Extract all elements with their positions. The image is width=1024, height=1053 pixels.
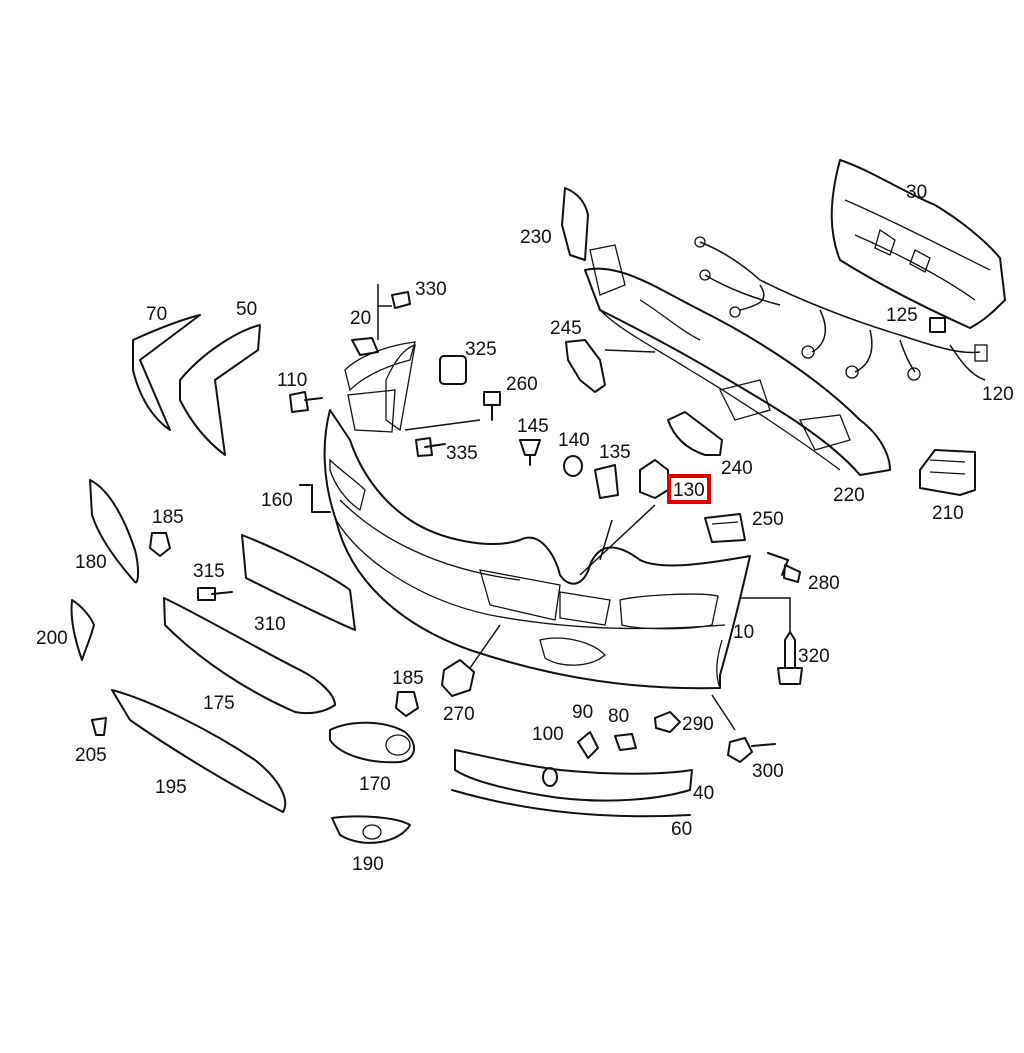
cover-part-240[interactable] xyxy=(667,411,723,456)
label-70[interactable]: 70 xyxy=(146,304,167,325)
bracket-part-90[interactable] xyxy=(577,731,599,759)
bumper-cover-part[interactable] xyxy=(323,341,751,690)
bracket-part-245[interactable] xyxy=(565,339,606,393)
label-50[interactable]: 50 xyxy=(236,299,257,320)
clip-part-80[interactable] xyxy=(614,733,637,751)
label-125[interactable]: 125 xyxy=(886,305,918,326)
part-number-labels: 10 20 30 40 50 60 70 80 90 100 110 120 1… xyxy=(36,182,1014,875)
label-330[interactable]: 330 xyxy=(415,279,447,300)
label-270[interactable]: 270 xyxy=(443,704,475,725)
bracket-part-50[interactable] xyxy=(179,324,261,456)
label-210[interactable]: 210 xyxy=(932,503,964,524)
label-120[interactable]: 120 xyxy=(982,384,1014,405)
label-90[interactable]: 90 xyxy=(572,702,593,723)
label-40[interactable]: 40 xyxy=(693,783,714,804)
bolt-part-300[interactable] xyxy=(727,737,776,763)
bolt-part-280[interactable] xyxy=(767,552,801,583)
bolt-part-260[interactable] xyxy=(483,391,501,421)
clip-part-330[interactable] xyxy=(391,291,411,309)
bracket-part-130[interactable] xyxy=(639,459,669,499)
plate-part-310[interactable] xyxy=(241,534,356,631)
label-170[interactable]: 170 xyxy=(359,774,391,795)
clip-part-205[interactable] xyxy=(91,717,107,736)
label-180[interactable]: 180 xyxy=(75,552,107,573)
label-335[interactable]: 335 xyxy=(446,443,478,464)
label-240[interactable]: 240 xyxy=(721,458,753,479)
label-320[interactable]: 320 xyxy=(798,646,830,667)
label-100[interactable]: 100 xyxy=(532,724,564,745)
label-250[interactable]: 250 xyxy=(752,509,784,530)
label-230[interactable]: 230 xyxy=(520,227,552,248)
label-315[interactable]: 315 xyxy=(193,561,225,582)
screw-part-320[interactable] xyxy=(777,631,803,685)
clip-part-250[interactable] xyxy=(704,513,746,543)
bracket-part-135[interactable] xyxy=(594,464,619,499)
highlight-box xyxy=(667,474,711,504)
foglight-cover-part-170[interactable] xyxy=(329,721,415,764)
molding-part-40[interactable] xyxy=(454,749,693,802)
label-175[interactable]: 175 xyxy=(203,693,235,714)
label-80[interactable]: 80 xyxy=(608,706,629,727)
label-220[interactable]: 220 xyxy=(833,485,865,506)
label-190[interactable]: 190 xyxy=(352,854,384,875)
grille-part-195[interactable] xyxy=(111,689,287,813)
insert-part-175[interactable] xyxy=(163,597,336,715)
label-205[interactable]: 205 xyxy=(75,745,107,766)
label-160[interactable]: 160 xyxy=(261,490,293,511)
nut-part-185a[interactable] xyxy=(149,532,171,557)
label-60[interactable]: 60 xyxy=(671,819,692,840)
screw-part-315[interactable] xyxy=(197,587,233,601)
strip-part-60[interactable] xyxy=(451,789,691,818)
label-10[interactable]: 10 xyxy=(733,622,754,643)
bracket-part-20[interactable] xyxy=(351,337,379,356)
label-300[interactable]: 300 xyxy=(752,761,784,782)
label-245[interactable]: 245 xyxy=(550,318,582,339)
grille-part-190[interactable] xyxy=(331,815,411,844)
washer-part-100[interactable] xyxy=(542,767,558,787)
label-135[interactable]: 135 xyxy=(599,442,631,463)
label-185-upper[interactable]: 185 xyxy=(152,507,184,528)
nut-part-185b[interactable] xyxy=(395,691,419,717)
washer-part-140[interactable] xyxy=(563,455,583,477)
label-110[interactable]: 110 xyxy=(277,370,307,391)
label-30[interactable]: 30 xyxy=(906,182,927,203)
label-200[interactable]: 200 xyxy=(36,628,68,649)
clip-part-145[interactable] xyxy=(519,439,541,466)
label-325[interactable]: 325 xyxy=(465,339,497,360)
label-195[interactable]: 195 xyxy=(155,777,187,798)
trim-part-180[interactable] xyxy=(89,479,139,584)
label-130[interactable]: 130 xyxy=(673,480,705,501)
clip-part-125[interactable] xyxy=(929,317,946,333)
label-185-lower[interactable]: 185 xyxy=(392,668,424,689)
upper-carrier-part[interactable] xyxy=(830,159,1006,329)
label-140[interactable]: 140 xyxy=(558,430,590,451)
label-145[interactable]: 145 xyxy=(517,416,549,437)
bracket-part-290[interactable] xyxy=(654,711,681,733)
side-bracket-part-210[interactable] xyxy=(919,449,976,496)
leader-lines xyxy=(377,284,791,731)
bolt-part-110[interactable] xyxy=(289,391,323,413)
bracket-part-70[interactable] xyxy=(132,314,201,431)
label-310[interactable]: 310 xyxy=(254,614,286,635)
impact-bar-part[interactable] xyxy=(584,244,891,476)
label-260[interactable]: 260 xyxy=(506,374,538,395)
bracket-part-160[interactable] xyxy=(299,484,331,513)
label-290[interactable]: 290 xyxy=(682,714,714,735)
label-20[interactable]: 20 xyxy=(350,308,371,329)
label-280[interactable]: 280 xyxy=(808,573,840,594)
bracket-part-230[interactable] xyxy=(561,187,589,261)
bushing-part-325[interactable] xyxy=(439,355,467,385)
nut-part-270[interactable] xyxy=(441,659,475,697)
wiring-harness-part[interactable] xyxy=(694,236,988,381)
trim-part-200[interactable] xyxy=(70,599,95,661)
clip-part-335[interactable] xyxy=(415,437,446,457)
